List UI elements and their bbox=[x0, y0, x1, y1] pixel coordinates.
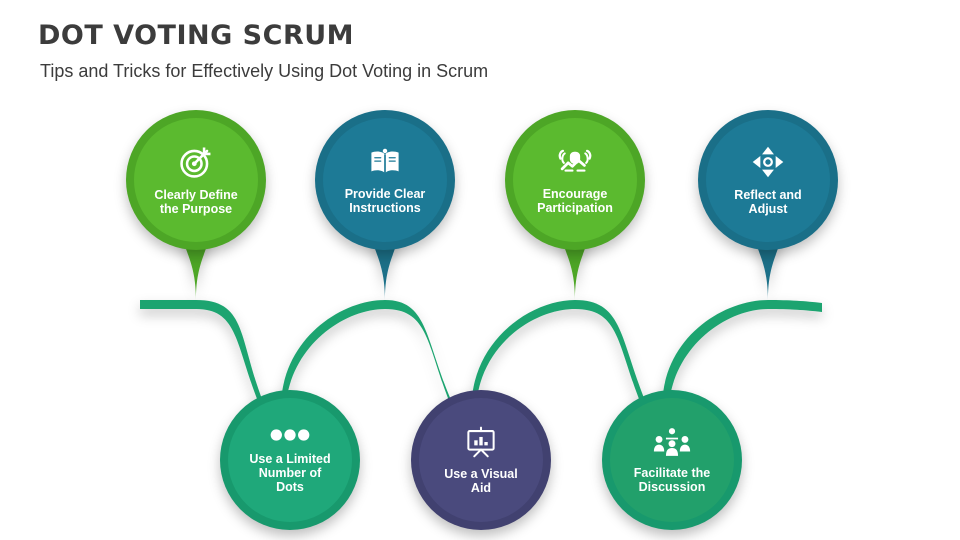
page-title: DOT VOTING SCRUM bbox=[38, 20, 355, 51]
node-label: Use a Visual Aid bbox=[444, 466, 518, 495]
node-inner: Reflect and Adjust bbox=[706, 118, 830, 242]
target-icon bbox=[179, 145, 213, 184]
node-inner: Provide Clear Instructions bbox=[323, 118, 447, 242]
page-subtitle: Tips and Tricks for Effectively Using Do… bbox=[40, 61, 489, 81]
node-label: Reflect and Adjust bbox=[734, 187, 802, 216]
node-label: Clearly Define the Purpose bbox=[154, 187, 238, 216]
presentation-chart-icon bbox=[465, 426, 497, 463]
node-inner: Use a Visual Aid bbox=[419, 398, 543, 522]
node-label: Facilitate the Discussion bbox=[633, 465, 711, 494]
node-facilitate-the-discussion[interactable]: Facilitate the Discussion bbox=[602, 390, 742, 530]
resize-arrows-icon bbox=[751, 145, 785, 184]
node-label: Use a Limited Number of Dots bbox=[249, 451, 331, 494]
node-label: Encourage Participation bbox=[537, 186, 613, 215]
three-dots-icon bbox=[269, 427, 311, 448]
node-label: Provide Clear Instructions bbox=[344, 186, 426, 215]
node-reflect-and-adjust[interactable]: Reflect and Adjust bbox=[698, 110, 838, 250]
node-provide-clear-instructions[interactable]: Provide Clear Instructions bbox=[315, 110, 455, 250]
handshake-icon bbox=[557, 146, 593, 183]
node-inner: Use a Limited Number of Dots bbox=[228, 398, 352, 522]
node-encourage-participation[interactable]: Encourage Participation bbox=[505, 110, 645, 250]
open-book-icon bbox=[368, 146, 402, 183]
node-inner: Encourage Participation bbox=[513, 118, 637, 242]
node-use-a-limited-number-of-dots[interactable]: Use a Limited Number of Dots bbox=[220, 390, 360, 530]
meeting-people-icon bbox=[653, 427, 691, 462]
node-use-a-visual-aid[interactable]: Use a Visual Aid bbox=[411, 390, 551, 530]
node-clearly-define-the-purpose[interactable]: Clearly Define the Purpose bbox=[126, 110, 266, 250]
node-inner: Clearly Define the Purpose bbox=[134, 118, 258, 242]
node-inner: Facilitate the Discussion bbox=[610, 398, 734, 522]
